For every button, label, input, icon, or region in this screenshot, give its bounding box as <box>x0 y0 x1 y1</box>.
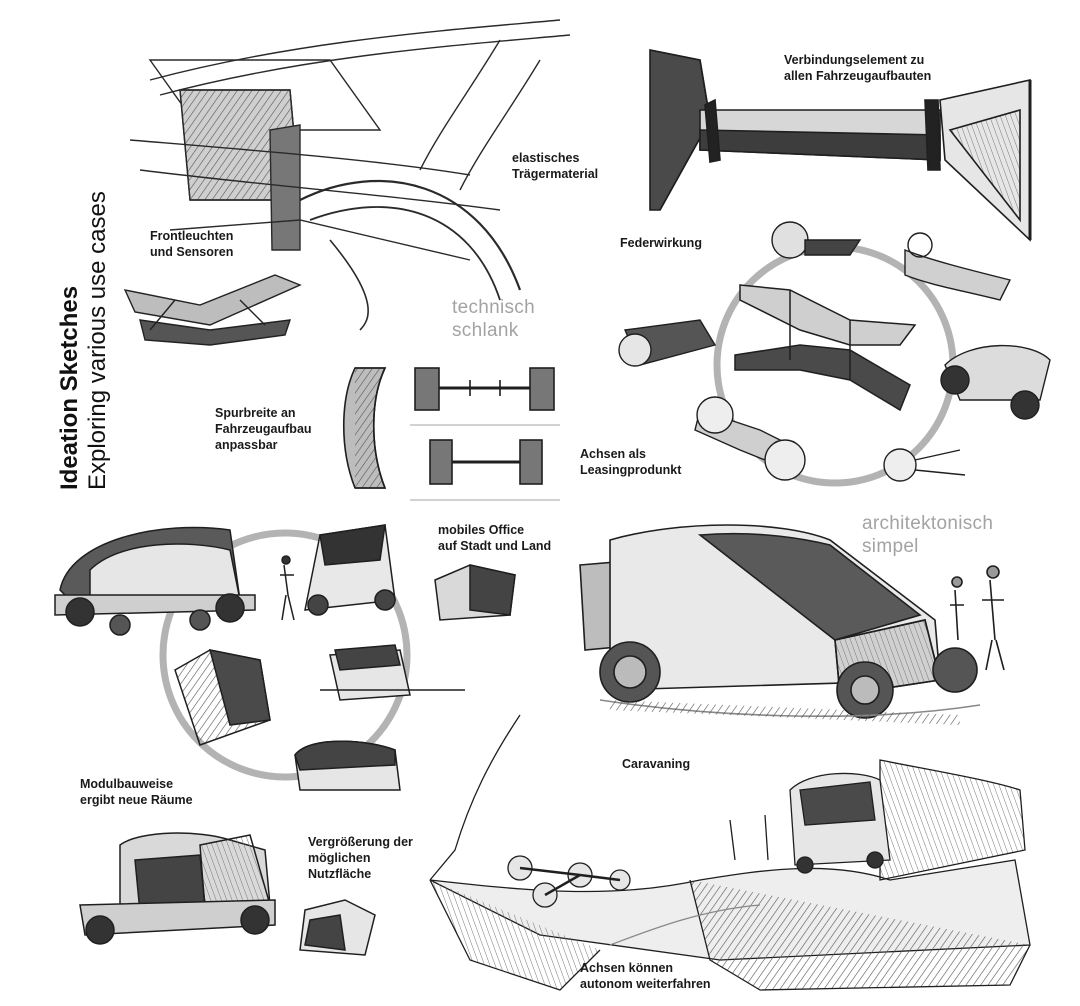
page-title: Ideation Sketches Exploring various use … <box>56 191 112 490</box>
title-subheading: Exploring various use cases <box>84 191 111 490</box>
landscape-sketch <box>429 714 1031 991</box>
annotation-achsen-autonom: Achsen können autonom weiterfahren <box>580 961 711 991</box>
module-circle <box>159 529 411 781</box>
headline-technisch: technisch schlank <box>452 297 535 341</box>
annotation-caravaning: Caravaning <box>622 757 691 771</box>
modular-vehicles-sketch <box>54 524 516 791</box>
headline-architektonisch: architektonisch simpel <box>862 513 994 557</box>
annotation-vergroesserung: Vergrößerung der möglichen Nutzfläche <box>308 835 413 881</box>
large-van-sketch <box>579 524 1005 725</box>
annotation-achsen-leasing: Achsen als Leasingprodunkt <box>580 447 682 477</box>
annotation-modulbauweise: Modulbauweise ergibt neue Räume <box>80 777 193 807</box>
small-x-frame-sketch <box>123 274 302 346</box>
annotation-verbindung: Verbindungselement zu allen Fahrzeugaufb… <box>784 53 932 83</box>
axle-parts-sketch <box>618 221 1051 482</box>
track-width-sketch <box>342 367 560 501</box>
x-axle-sketch <box>734 284 917 412</box>
chassis-frame-sketch <box>129 19 571 331</box>
annotation-elastisches: elastisches Trägermaterial <box>512 151 599 181</box>
title-heading: Ideation Sketches <box>56 285 83 490</box>
annotation-frontleuchten: Frontleuchten und Sensoren <box>150 229 234 259</box>
annotation-federwirkung: Federwirkung <box>620 236 702 250</box>
annotation-spurbreite: Spurbreite an Fahrzeugaufbau anpassbar <box>215 406 312 452</box>
expanded-vehicle-sketch <box>79 832 376 956</box>
connection-element-sketch <box>649 49 1032 242</box>
annotation-mobiles-office: mobiles Office auf Stadt und Land <box>438 523 552 553</box>
